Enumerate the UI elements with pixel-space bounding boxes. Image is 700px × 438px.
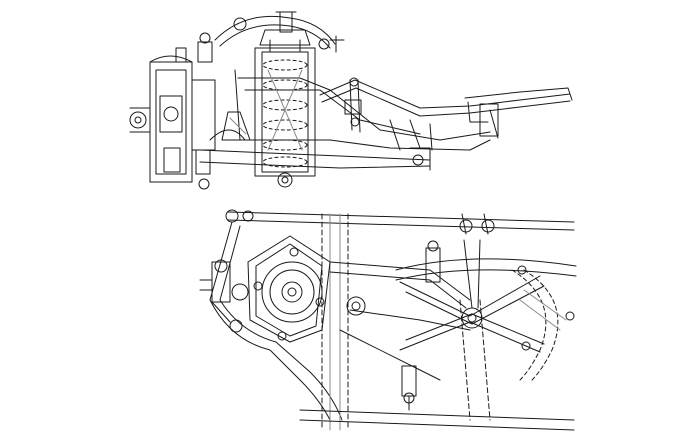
wishbone-arms: [329, 261, 471, 381]
side-elevation-view: [129, 11, 573, 190]
knuckle-plan: [199, 259, 243, 333]
bottom-rail: [299, 299, 575, 431]
spring-seat-plate: [231, 235, 331, 343]
cross-member: [321, 213, 349, 431]
upper-arch: [214, 15, 345, 53]
lower-arm-side: [195, 111, 431, 190]
shock-absorbers: [401, 240, 441, 411]
x-crossmember: [399, 239, 545, 353]
rear-arm: [319, 79, 573, 139]
right-side-rails: [395, 258, 577, 381]
wheel-hub-assembly: [129, 32, 216, 183]
plan-view: [199, 209, 577, 431]
tie-rod: [225, 209, 575, 235]
spring-housing: [254, 11, 316, 188]
frame-rail-left: [209, 221, 343, 421]
